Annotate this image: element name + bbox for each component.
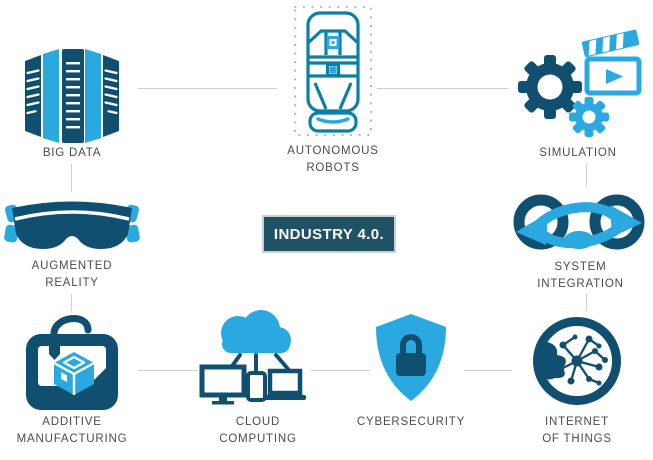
connector-line (586, 294, 587, 311)
node-system-integration: SYSTEM INTEGRATION (508, 187, 653, 293)
autonomous-car-icon (294, 6, 372, 136)
node-simulation: SIMULATION (508, 27, 648, 162)
node-big-data: BIG DATA (2, 48, 142, 162)
cloud-devices-icon (199, 310, 306, 405)
shield-lock-icon (376, 314, 446, 401)
internet-of-things-label: INTERNET OF THINGS (542, 416, 612, 445)
augmented-reality-label: AUGMENTED REALITY (31, 260, 113, 289)
node-cybersecurity: CYBERSECURITY (341, 312, 481, 431)
connector-line (377, 88, 508, 89)
network-globe-icon (533, 317, 621, 405)
autonomous-robots-label: AUTONOMOUS ROBOTS (287, 145, 379, 174)
node-autonomous-robots: AUTONOMOUS ROBOTS (263, 5, 403, 177)
node-augmented-reality: AUGMENTED REALITY (2, 192, 142, 292)
cybersecurity-label: CYBERSECURITY (356, 416, 466, 428)
industry-40-badge-label: INDUSTRY 4.0. (273, 225, 385, 243)
cloud-computing-label: CLOUD COMPUTING (219, 416, 297, 445)
connector-line (464, 370, 512, 371)
industry-40-badge: INDUSTRY 4.0. (262, 215, 396, 253)
connector-line (586, 163, 587, 187)
connector-line (138, 370, 198, 371)
3d-printer-cube-icon (26, 315, 118, 410)
additive-manufacturing-label: ADDITIVE MANUFACTURING (16, 416, 128, 445)
node-internet-of-things: INTERNET OF THINGS (507, 317, 647, 448)
node-additive-manufacturing: ADDITIVE MANUFACTURING (2, 310, 142, 448)
simulation-label: SIMULATION (539, 147, 617, 159)
connector-line (138, 88, 277, 89)
big-data-label: BIG DATA (42, 147, 102, 159)
connector-line (71, 164, 72, 192)
linked-rings-arrows-icon (513, 194, 645, 250)
gears-clapperboard-icon (518, 29, 642, 137)
node-cloud-computing: CLOUD COMPUTING (188, 305, 328, 448)
server-stack-icon (25, 49, 119, 143)
system-integration-label: SYSTEM INTEGRATION (537, 261, 624, 290)
connector-line (311, 370, 370, 371)
ar-headset-icon (4, 201, 140, 249)
connector-line (71, 294, 72, 311)
